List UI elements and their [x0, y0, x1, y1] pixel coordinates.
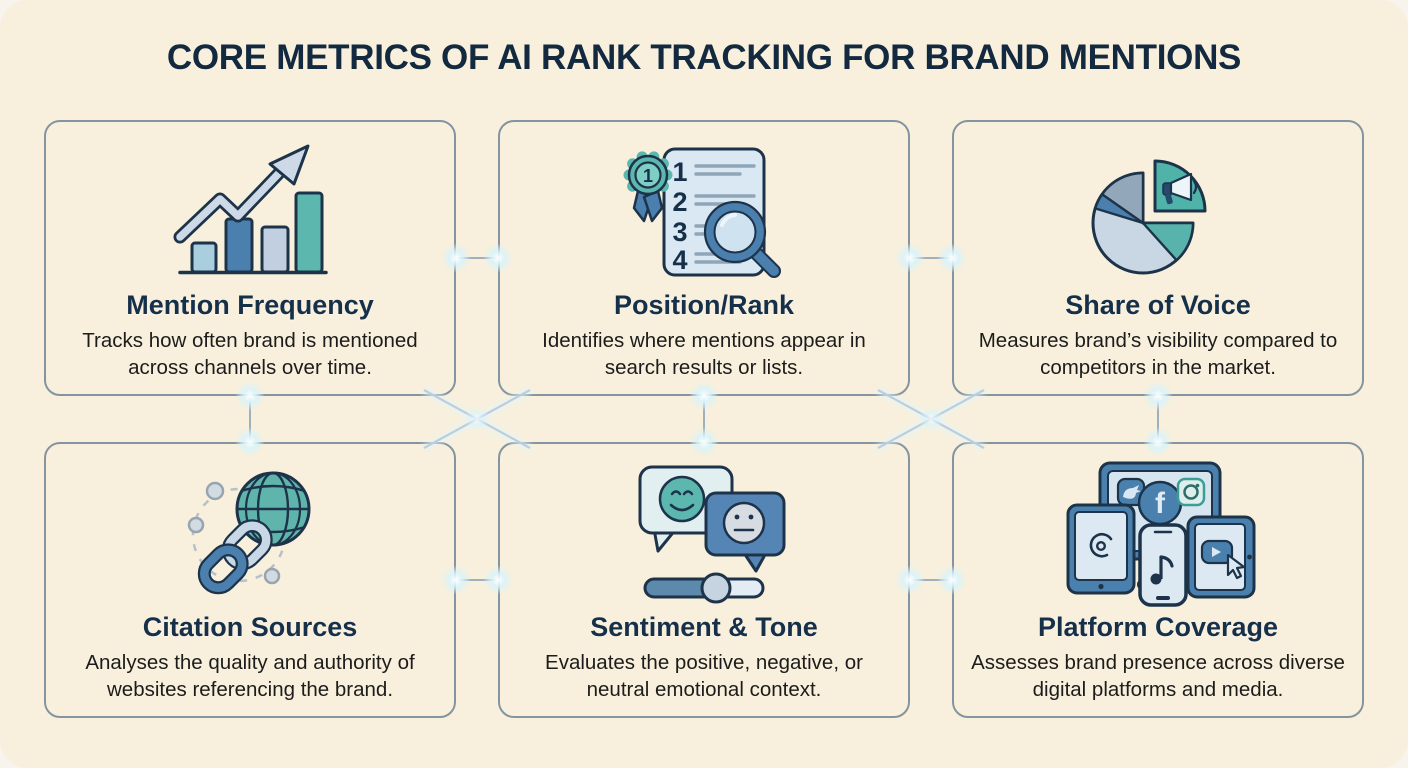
card-description: Evaluates the positive, negative, or neu… [545, 651, 863, 701]
megaphone-icon [1162, 172, 1198, 205]
sentiment-slider [643, 572, 765, 604]
tiktok-icon [1150, 555, 1174, 585]
facebook-icon: f [1137, 480, 1183, 526]
card-description: Tracks how often brand is mentioned acro… [82, 329, 418, 379]
svg-text:4: 4 [672, 245, 687, 275]
network-node [187, 516, 205, 534]
network-node [263, 567, 281, 585]
svg-text:2: 2 [672, 187, 687, 217]
sentiment-bubbles-slider-icon [618, 456, 790, 612]
pie-chart-megaphone-icon [1083, 134, 1233, 290]
svg-text:1: 1 [643, 166, 653, 186]
bar-1 [190, 241, 218, 274]
smiley-face-icon [658, 475, 706, 523]
magnifier-icon [703, 200, 781, 278]
card-title: Platform Coverage [1037, 612, 1279, 642]
cursor-icon [1226, 553, 1246, 580]
youtube-icon [1200, 539, 1234, 565]
ranked-list-magnifier-icon: 1 2 3 4 [618, 134, 790, 290]
svg-text:1: 1 [672, 157, 687, 187]
bar-3 [260, 225, 290, 274]
page-title: CORE METRICS OF AI RANK TRACKING FOR BRA… [166, 38, 1242, 77]
threads-icon [1089, 532, 1113, 558]
card-description: Measures brand’s visibility compared to … [978, 329, 1338, 379]
card-description: Assesses brand presence across diverse d… [971, 651, 1345, 701]
card-title: Sentiment & Tone [590, 612, 818, 642]
network-node [205, 481, 225, 501]
neutral-speech-bubble [704, 491, 786, 573]
phone-tiktok-icon [1138, 523, 1188, 607]
neutral-face-icon [722, 501, 766, 545]
bar-4 [294, 191, 324, 274]
card-title: Citation Sources [142, 612, 358, 642]
devices-social-media-icon: f [1058, 456, 1258, 612]
bar-chart-growth-icon [170, 134, 330, 290]
card-mention-frequency: Mention Frequency Tracks how often brand… [44, 120, 456, 396]
rank-numbers: 1 2 3 4 [672, 157, 687, 275]
globe-chain-link-icon [175, 456, 325, 612]
svg-text:3: 3 [672, 217, 687, 247]
tablet-youtube-icon [1186, 515, 1256, 599]
card-title: Share of Voice [1065, 290, 1251, 320]
card-share-of-voice: Share of Voice Measures brand’s visibili… [952, 120, 1364, 396]
card-title: Position/Rank [613, 290, 795, 320]
arrow-head [268, 144, 310, 186]
bar-2 [224, 217, 254, 274]
pie-slice-teal [1141, 221, 1195, 262]
rank-badge-icon: 1 [623, 151, 673, 223]
chain-link-icon [197, 519, 273, 595]
metric-cards-grid: Mention Frequency Tracks how often brand… [44, 120, 1364, 718]
card-sentiment-tone: Sentiment & Tone Evaluates the positive,… [498, 442, 910, 718]
instagram-icon [1176, 477, 1206, 507]
card-position-rank: 1 2 3 4 [498, 120, 910, 396]
svg-text:f: f [1155, 487, 1166, 520]
card-platform-coverage: f [952, 442, 1364, 718]
tablet-threads-icon [1066, 503, 1136, 595]
pie-slice-blue [1094, 193, 1145, 225]
globe-icon [235, 471, 311, 547]
slider-handle [700, 572, 732, 604]
card-citation-sources: Citation Sources Analyses the quality an… [44, 442, 456, 718]
card-title: Mention Frequency [126, 290, 374, 320]
card-description: Identifies where mentions appear in sear… [542, 329, 866, 379]
card-description: Analyses the quality and authority of we… [85, 651, 415, 701]
positive-speech-bubble [638, 465, 734, 553]
